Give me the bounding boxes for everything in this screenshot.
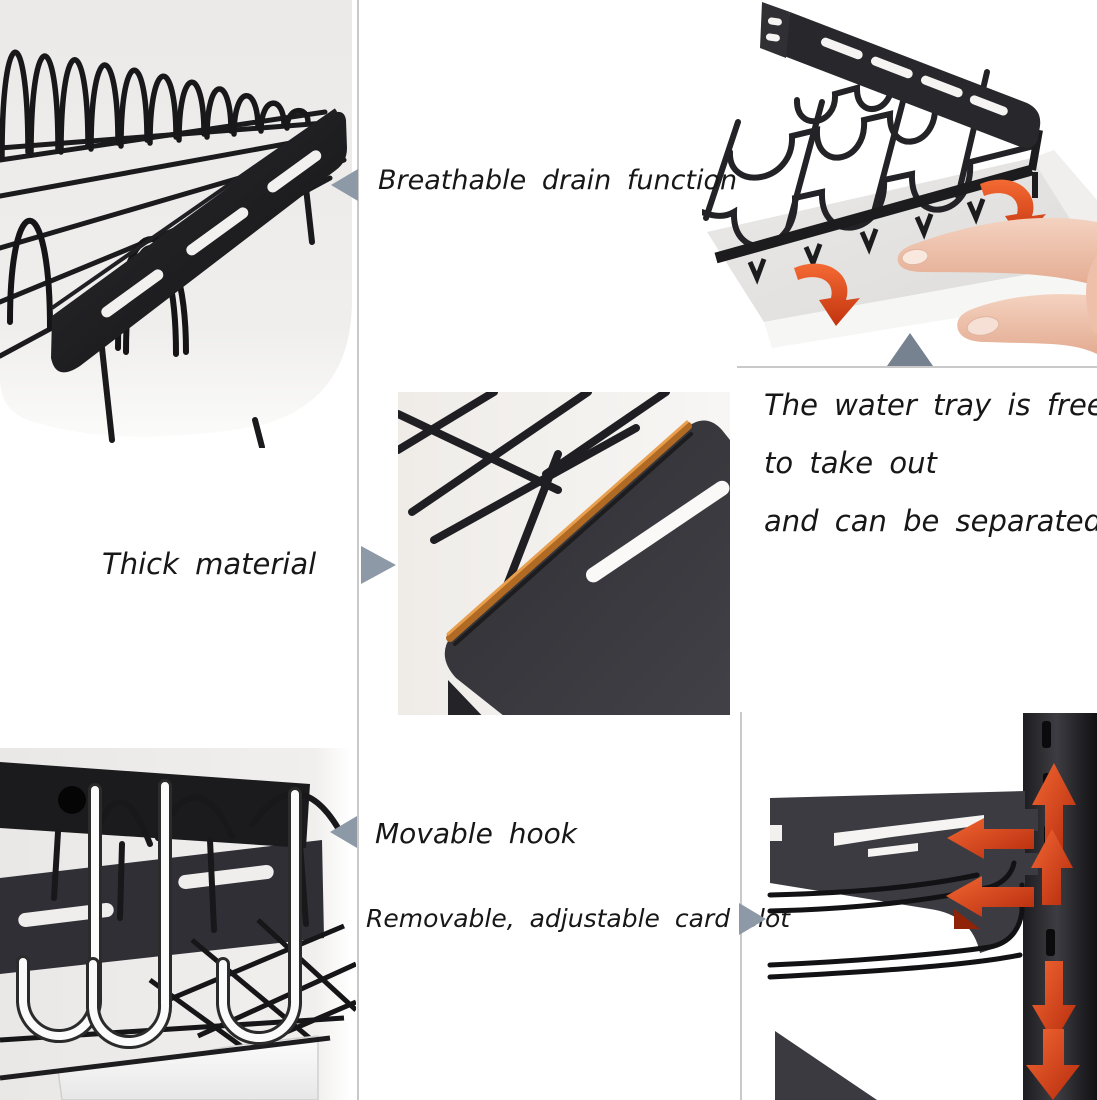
thick-material-closeup-photo [398, 392, 730, 724]
water-tray-label-line1: The water tray is free [764, 388, 1097, 422]
chrome-hooks [16, 779, 303, 1050]
horizontal-divider-top-right [737, 366, 1097, 368]
panel-leg [448, 680, 490, 724]
wire-grid [398, 392, 670, 592]
movable-hook-rack-photo [0, 748, 356, 1100]
pointer-up-icon [887, 333, 933, 366]
adjustable-card-slot-photo [767, 713, 1097, 1100]
pointer-right-icon-thick [361, 546, 396, 584]
pointer-left-icon-movable [330, 816, 357, 848]
pointer-left-icon-breathable [331, 169, 358, 201]
bracket-arm [770, 791, 1038, 953]
wire-arches-row [0, 49, 311, 161]
breathable-label: Breathable drain function [378, 165, 738, 196]
hand [897, 217, 1097, 354]
movable-hook-label: Movable hook [375, 817, 577, 850]
thick-panel [444, 420, 730, 724]
removable-card-slot-label: Removable, adjustable card slot [366, 904, 791, 933]
thick-material-label: Thick material [102, 547, 317, 581]
top-bar [0, 762, 310, 848]
red-adjust-arrows [946, 763, 1080, 1100]
vertical-divider-left [357, 0, 359, 1100]
water-tray-label-line3: and can be separated [764, 504, 1097, 538]
upper-slotted-rail [760, 2, 1041, 148]
base-wedge [775, 1031, 877, 1100]
front-slotted-rail [50, 108, 347, 373]
dish-rack-wire-arches-photo [0, 0, 352, 448]
bottom-white-strip [398, 715, 730, 724]
water-tray-pull-out-photo [702, 2, 1097, 354]
front-wire [0, 1035, 331, 1081]
water-tray-label-line2: to take out [764, 446, 937, 480]
pointer-right-icon-removable [739, 903, 766, 935]
wire-shelf-profile [767, 860, 1025, 980]
